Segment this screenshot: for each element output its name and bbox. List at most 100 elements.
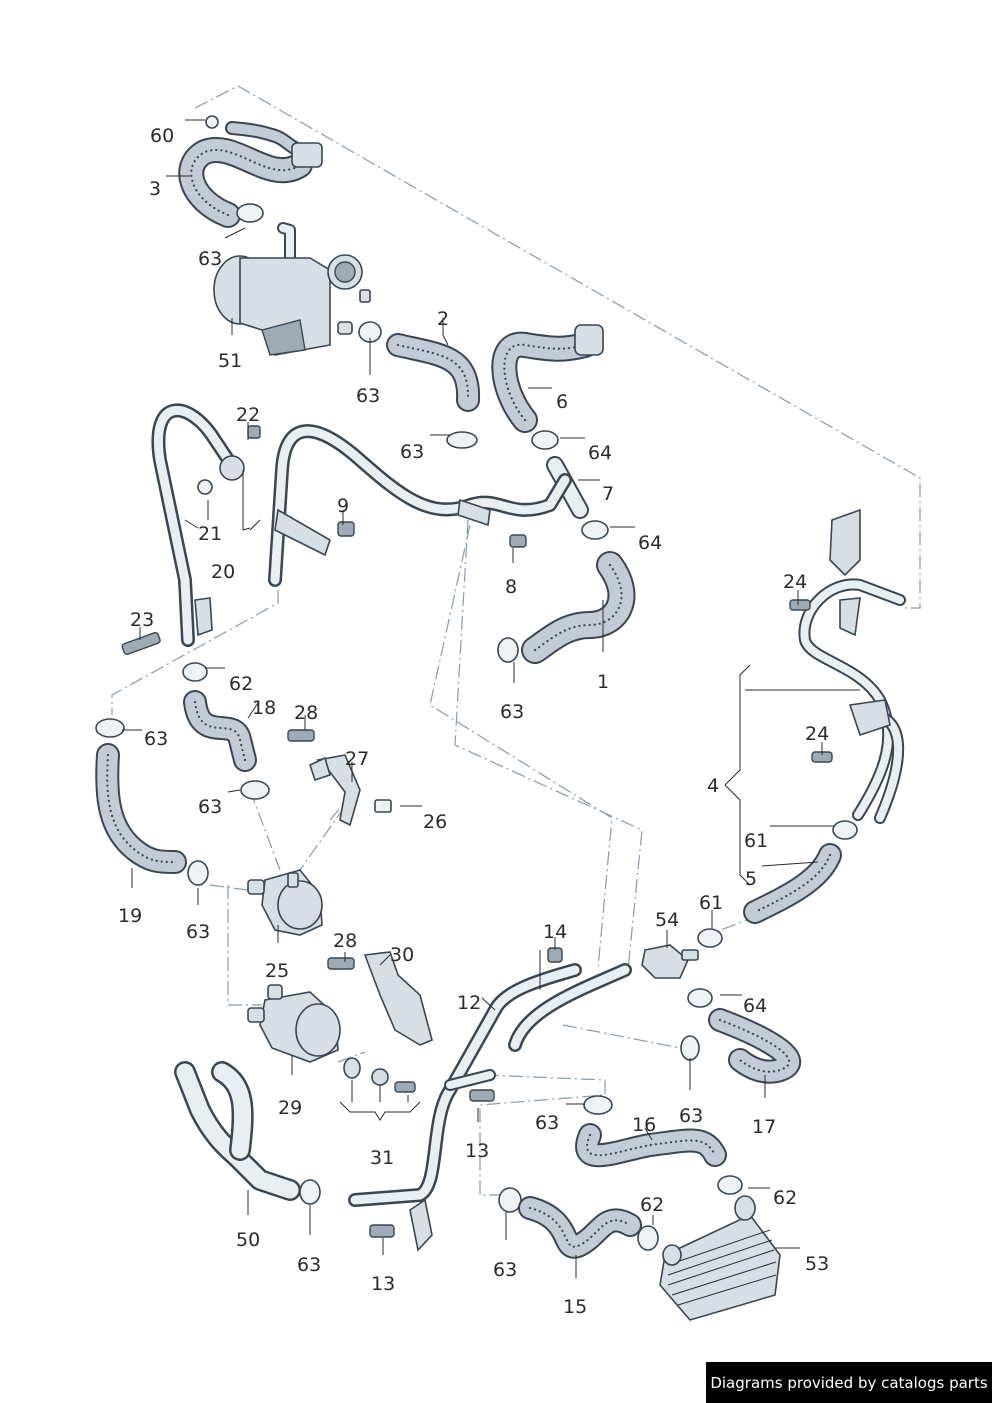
pump-29 <box>247 984 341 1063</box>
pipe-4 <box>798 508 906 824</box>
callout-20: 20 <box>211 561 235 583</box>
callout-13: 13 <box>371 1273 395 1295</box>
callout-28: 28 <box>333 930 357 952</box>
bracket-30 <box>363 951 433 1046</box>
callout-62: 62 <box>640 1194 664 1216</box>
callout-18: 18 <box>252 697 276 719</box>
leader-lines <box>122 119 860 1278</box>
pump-upper <box>247 869 323 936</box>
callout-50: 50 <box>236 1229 260 1251</box>
callout-15: 15 <box>563 1296 587 1318</box>
callout-6: 6 <box>556 391 568 413</box>
pipe-20 <box>268 424 572 587</box>
callout-14: 14 <box>543 921 567 943</box>
clamp-63-hose1 <box>497 637 519 663</box>
hose-19 <box>95 743 187 874</box>
callout-63: 63 <box>493 1259 517 1281</box>
bolt-13-upper <box>469 1089 495 1102</box>
clamp-62-lower <box>717 1175 743 1195</box>
callout-23: 23 <box>130 609 154 631</box>
callout-24: 24 <box>783 571 807 593</box>
callout-63: 63 <box>500 701 524 723</box>
callout-63: 63 <box>198 248 222 270</box>
callout-51: 51 <box>218 350 242 372</box>
callout-28: 28 <box>294 702 318 724</box>
pipe-12 <box>348 963 632 1252</box>
bolt-14 <box>547 947 563 963</box>
bolt-23 <box>121 631 161 655</box>
callout-63: 63 <box>535 1112 559 1134</box>
clamp-63-hose19-top <box>95 718 125 738</box>
callout-2: 2 <box>437 308 449 330</box>
clamp-63-hose18 <box>240 780 270 800</box>
clamp-61-lower <box>697 928 723 948</box>
pipe-21 <box>151 403 245 647</box>
callout-26: 26 <box>423 811 447 833</box>
callout-63: 63 <box>679 1105 703 1127</box>
clamp-63-hose19 <box>187 860 209 886</box>
callout-27: 27 <box>345 748 369 770</box>
hose-18 <box>183 690 257 772</box>
clamp-63-hose2 <box>446 431 478 449</box>
credit-banner: Diagrams provided by catalogs parts <box>706 1362 992 1403</box>
callout-24: 24 <box>805 723 829 745</box>
callout-29: 29 <box>278 1097 302 1119</box>
clamp-63-50 <box>299 1179 321 1205</box>
callout-60: 60 <box>150 125 174 147</box>
callout-22: 22 <box>236 404 260 426</box>
hose-2 <box>386 333 481 412</box>
clamp-63-hose17 <box>680 1035 700 1061</box>
callout-labels: 60 3 63 51 63 2 63 6 64 7 64 22 21 20 9 … <box>118 125 829 1318</box>
callout-64: 64 <box>743 995 767 1017</box>
callout-7: 7 <box>602 483 614 505</box>
clamp-63-hose15 <box>498 1187 522 1213</box>
callout-53: 53 <box>805 1253 829 1275</box>
oil-cooler-53 <box>659 1195 781 1321</box>
callout-12: 12 <box>457 992 481 1014</box>
callout-63: 63 <box>186 921 210 943</box>
clamp-60 <box>205 115 219 129</box>
callout-3: 3 <box>149 178 161 200</box>
callout-63: 63 <box>400 441 424 463</box>
callout-17: 17 <box>752 1116 776 1138</box>
o-ring-21 <box>197 479 213 495</box>
hose-17 <box>708 1008 801 1084</box>
callout-64: 64 <box>588 442 612 464</box>
nut-26 <box>374 799 392 813</box>
clamp-64-lower <box>581 520 609 540</box>
callout-61: 61 <box>699 892 723 914</box>
callout-63: 63 <box>297 1254 321 1276</box>
callout-4: 4 <box>707 775 719 797</box>
callout-64: 64 <box>638 532 662 554</box>
hose-6 <box>491 324 604 433</box>
callout-63: 63 <box>356 385 380 407</box>
clamp-62-cooler <box>637 1225 659 1251</box>
clamp-64-sensor <box>687 988 713 1008</box>
connector-50 <box>174 1061 301 1201</box>
nut-9 <box>337 521 355 537</box>
clamp-63-top <box>236 203 264 223</box>
callout-31: 31 <box>370 1147 394 1169</box>
hose-3 <box>178 121 323 228</box>
assembly-boundary-lines <box>111 85 921 1196</box>
callout-8: 8 <box>505 576 517 598</box>
callout-25: 25 <box>265 960 289 982</box>
callout-62: 62 <box>773 1187 797 1209</box>
callout-30: 30 <box>390 944 414 966</box>
callout-9: 9 <box>337 495 349 517</box>
callout-63: 63 <box>144 728 168 750</box>
hose-16 <box>575 1123 727 1168</box>
bolt-8 <box>509 534 527 548</box>
bolt-28-upper <box>287 729 315 742</box>
mount-31 <box>343 1057 416 1093</box>
clamp-62-upper <box>182 662 208 682</box>
callout-63: 63 <box>198 796 222 818</box>
valve-51 <box>213 222 371 356</box>
bracket-27 <box>309 754 361 827</box>
hose-1 <box>521 551 636 664</box>
callout-62: 62 <box>229 673 253 695</box>
bolt-13-lower <box>369 1224 395 1238</box>
clamp-63-hose16 <box>583 1095 613 1115</box>
hose-5 <box>743 843 842 924</box>
